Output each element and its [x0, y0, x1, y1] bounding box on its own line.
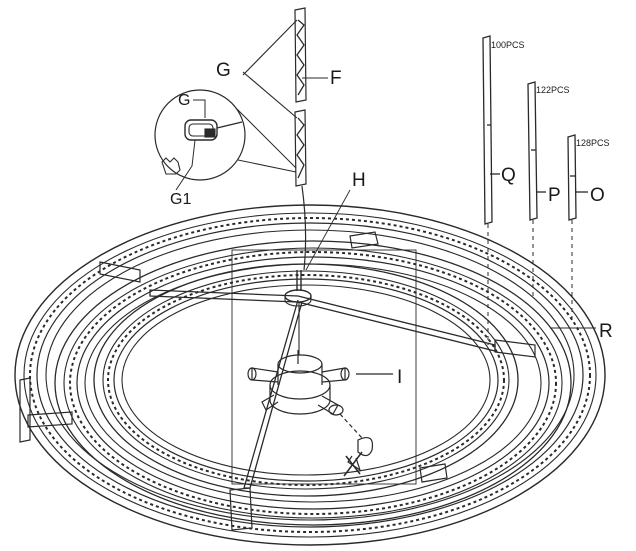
- leader-lines: [305, 189, 596, 329]
- label-g-detail: G: [178, 92, 191, 109]
- center-hub: [284, 270, 312, 355]
- middle-ring: [54, 240, 572, 526]
- crystal-rod-p: [527, 81, 546, 300]
- label-o: O: [590, 185, 605, 206]
- label-q: Q: [501, 165, 516, 186]
- frame-box: [231, 249, 417, 485]
- quantity-o: 128PCS: [576, 138, 610, 148]
- inner-ring: [93, 263, 519, 497]
- label-p: P: [548, 185, 561, 206]
- label-f: F: [330, 68, 342, 89]
- candle-holder: [247, 350, 393, 439]
- ring-connectors: [19, 231, 536, 531]
- outer-ring: [14, 204, 606, 546]
- detail-callout: [154, 19, 298, 191]
- bulb-icon: [343, 437, 374, 477]
- label-g1: G1: [170, 191, 192, 208]
- label-i: I: [397, 367, 403, 388]
- quantity-p: 122PCS: [536, 85, 570, 95]
- label-r: R: [599, 321, 613, 342]
- quantity-q: 100PCS: [491, 40, 525, 50]
- label-h: H: [352, 170, 366, 191]
- crystal-rod-q: [482, 35, 500, 345]
- hanging-chain: [294, 7, 328, 271]
- support-arms: [149, 289, 496, 489]
- label-g: G: [216, 60, 231, 81]
- crystal-rod-o: [567, 134, 588, 318]
